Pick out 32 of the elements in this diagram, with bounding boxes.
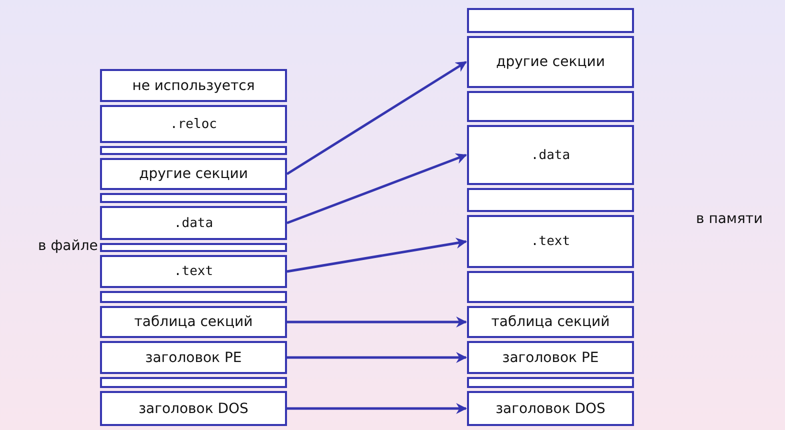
arrow <box>287 316 468 328</box>
arrow <box>287 352 468 363</box>
empty-block <box>467 8 634 33</box>
section-box: заголовок DOS <box>100 391 287 426</box>
side-label: в файле <box>38 238 98 254</box>
section-box: заголовок PE <box>100 341 287 374</box>
section-box: таблица секций <box>100 306 287 338</box>
section-box: таблица секций <box>467 306 634 338</box>
arrow <box>287 403 468 414</box>
arrow <box>286 153 468 224</box>
section-box: .data <box>467 125 634 185</box>
section-box: заголовок DOS <box>467 391 634 426</box>
section-box: заголовок PE <box>467 341 634 374</box>
section-box: .data <box>100 206 287 240</box>
empty-block <box>100 146 287 155</box>
side-label: в памяти <box>696 211 763 227</box>
section-box: другие секции <box>467 36 634 88</box>
section-box: .reloc <box>100 105 287 143</box>
section-box: .text <box>100 255 287 288</box>
empty-block <box>100 193 287 203</box>
empty-block <box>467 188 634 212</box>
empty-block <box>467 271 634 303</box>
arrow <box>286 238 468 273</box>
empty-block <box>100 243 287 252</box>
section-box: .text <box>467 215 634 268</box>
empty-block <box>100 377 287 388</box>
section-box: другие секции <box>100 158 287 190</box>
empty-block <box>100 291 287 303</box>
empty-block <box>467 377 634 388</box>
empty-block <box>467 91 634 122</box>
section-box: не используется <box>100 69 287 102</box>
arrow <box>286 60 467 176</box>
